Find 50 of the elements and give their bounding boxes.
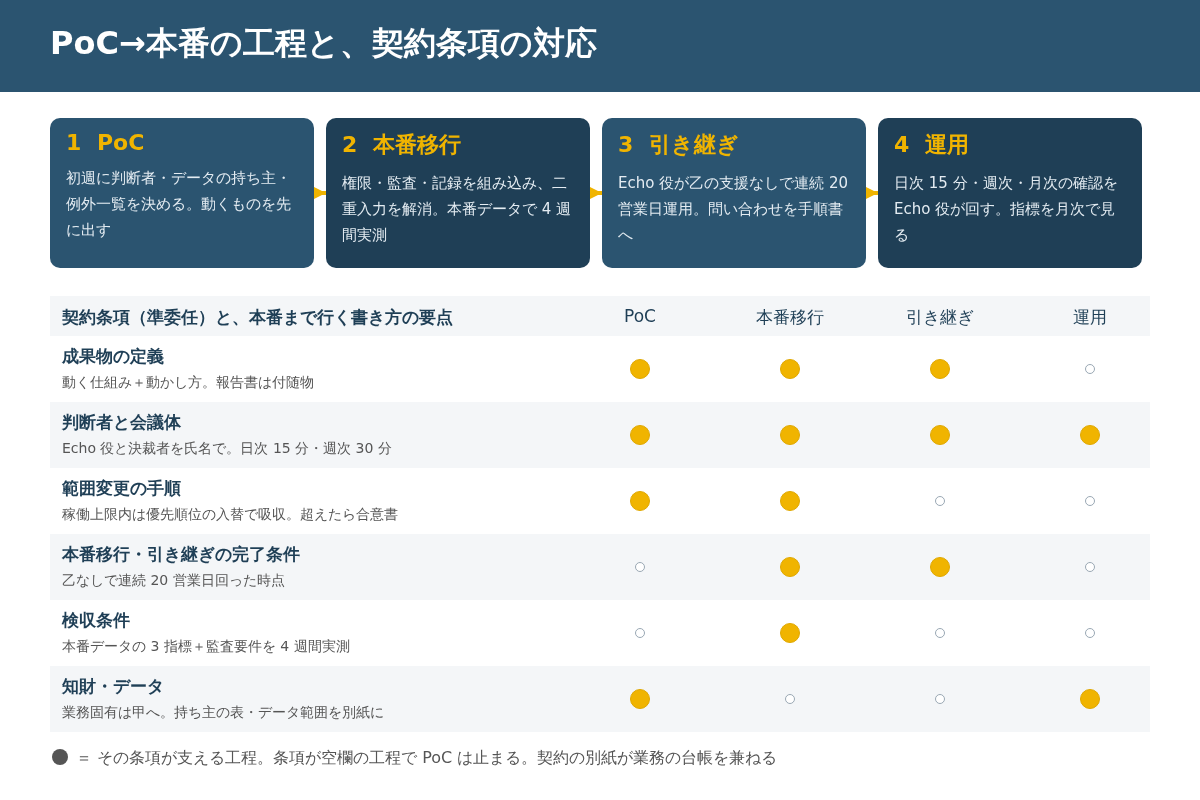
clause-name: 本番移行・引き継ぎの完了条件: [62, 543, 300, 566]
empty-circle: [785, 694, 795, 704]
support-dot: [630, 491, 650, 511]
support-dot: [630, 359, 650, 379]
step-description: 日次 15 分・週次・月次の確認を Echo 役が回す。指標を月次で見る: [894, 173, 1119, 246]
clause-note: 業務固有は甲へ。持ち主の表・データ範囲を別紙に: [62, 704, 384, 722]
step-heading: 3 引き継ぎ: [618, 131, 740, 159]
support-dot: [780, 623, 800, 643]
column-header: 引き継ぎ: [905, 306, 975, 329]
empty-circle: [1085, 364, 1095, 374]
step-description: 権限・監査・記録を組み込み、二重入力を解消。本番データで 4 週間実測: [342, 173, 573, 246]
support-dot: [780, 359, 800, 379]
column-header: PoC: [623, 306, 657, 326]
empty-circle: [1085, 496, 1095, 506]
clause-note: 本番データの 3 指標＋監査要件を 4 週間実測: [62, 638, 350, 656]
step-heading: 4 運用: [894, 131, 970, 159]
empty-circle: [635, 628, 645, 638]
support-dot: [780, 491, 800, 511]
table-header: 契約条項（準委任）と、本番まで行く書き方の要点: [62, 306, 453, 329]
step-description: 初週に判断者・データの持ち主・例外一覧を決める。動くものを先に出す: [66, 168, 292, 241]
arrow: [590, 187, 602, 199]
step-card: [50, 118, 314, 268]
step-description: Echo 役が乙の支援なしで連続 20 営業日運用。問い合わせを手順書へ: [618, 173, 850, 246]
clause-name: 成果物の定義: [62, 345, 164, 368]
step-card: [326, 118, 590, 268]
arrow: [866, 187, 878, 199]
step-card: [602, 118, 866, 268]
column-header: 本番移行: [755, 306, 825, 329]
clause-note: 稼働上限内は優先順位の入替で吸収。超えたら合意書: [62, 506, 398, 524]
step-card: [878, 118, 1142, 268]
empty-circle: [1085, 562, 1095, 572]
clause-name: 検収条件: [62, 609, 130, 632]
clause-note: 乙なしで連続 20 営業日回った時点: [62, 572, 285, 590]
clause-note: 動く仕組み＋動かし方。報告書は付随物: [62, 374, 314, 392]
clause-name: 知財・データ: [62, 675, 164, 698]
empty-circle: [935, 694, 945, 704]
step-heading: 1 PoC: [66, 130, 146, 155]
empty-circle: [935, 496, 945, 506]
clause-note: Echo 役と決裁者を氏名で。日次 15 分・週次 30 分: [62, 440, 392, 458]
clause-name: 判断者と会議体: [62, 411, 181, 434]
support-dot: [930, 359, 950, 379]
empty-circle: [1085, 628, 1095, 638]
column-header: 運用: [1072, 306, 1108, 329]
clause-name: 範囲変更の手順: [62, 477, 181, 500]
title: PoC→本番の工程と、契約条項の対応: [50, 23, 597, 64]
arrow: [314, 187, 326, 199]
step-heading: 2 本番移行: [342, 131, 462, 159]
legend-text: ＝ その条項が支える工程。条項が空欄の工程で PoC は止まる。契約の別紙が業務の台帳を兼ねる: [76, 748, 778, 769]
empty-circle: [635, 562, 645, 572]
empty-circle: [935, 628, 945, 638]
